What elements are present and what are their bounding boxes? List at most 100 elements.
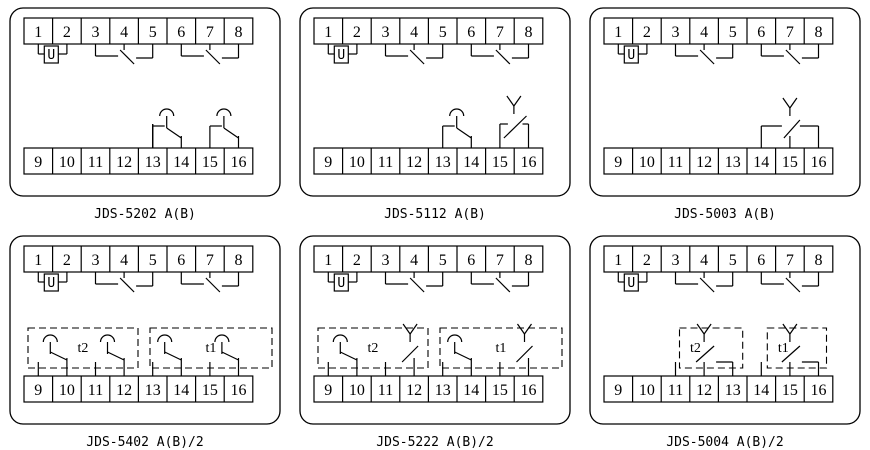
bottom-terminal-4: 12 <box>696 154 712 171</box>
top-terminal-3: 3 <box>92 24 100 41</box>
bottom-terminal-8: 16 <box>231 154 247 171</box>
top-terminal-2: 2 <box>643 252 651 269</box>
model-label: JDS-5003 A(B) <box>674 207 776 222</box>
bottom-terminal-6: 14 <box>173 382 189 399</box>
top-terminal-4: 4 <box>120 24 128 41</box>
wire <box>789 97 798 109</box>
top-terminal-2: 2 <box>353 24 361 41</box>
bottom-terminal-4: 12 <box>696 382 712 399</box>
timer-group-box <box>439 327 563 369</box>
contact-blade <box>401 345 419 363</box>
contact-blade <box>785 277 801 293</box>
top-terminal-5: 5 <box>149 24 157 41</box>
timer-group-box <box>149 327 273 369</box>
top-terminal-8: 8 <box>815 252 823 269</box>
top-terminal-4: 4 <box>120 252 128 269</box>
bottom-terminal-8: 16 <box>231 382 247 399</box>
timer-group-box <box>766 327 828 369</box>
bottom-terminal-2: 10 <box>59 382 75 399</box>
contact-blade <box>695 345 715 363</box>
top-terminal-1: 1 <box>324 24 332 41</box>
contact-blade <box>454 351 472 361</box>
model-label: JDS-5202 A(B) <box>94 207 196 222</box>
top-terminal-7: 7 <box>496 252 504 269</box>
pushbutton-cap <box>216 108 232 117</box>
trip-symbol <box>782 97 791 109</box>
bottom-terminal-2: 10 <box>59 154 75 171</box>
pushbutton-cap <box>157 334 173 343</box>
panel-frame <box>589 7 861 197</box>
supply-symbol: U <box>47 48 55 63</box>
timer-label-t2: t2 <box>368 341 379 356</box>
pushbutton-cap <box>214 334 230 343</box>
bottom-terminal-4: 12 <box>116 382 132 399</box>
contact-blade <box>699 277 715 293</box>
contact-blade <box>119 49 135 65</box>
model-label: JDS-5112 A(B) <box>384 207 486 222</box>
bottom-terminal-8: 16 <box>521 154 537 171</box>
contact-blade <box>409 277 425 293</box>
wire <box>703 323 712 335</box>
panel-frame <box>589 235 861 425</box>
contact-blade <box>781 345 801 363</box>
bottom-terminal-3: 11 <box>378 382 393 399</box>
bottom-terminal-1: 9 <box>324 382 332 399</box>
supply-symbol: U <box>627 276 635 291</box>
bottom-terminal-6: 14 <box>753 382 769 399</box>
bottom-terminal-4: 12 <box>116 154 132 171</box>
model-label: JDS-5402 A(B)/2 <box>86 435 203 450</box>
timer-label-t1: t1 <box>496 341 507 356</box>
pushbutton-cap <box>42 334 58 343</box>
bottom-terminal-8: 16 <box>811 382 827 399</box>
contact-blade <box>495 277 511 293</box>
top-terminal-7: 7 <box>496 24 504 41</box>
top-terminal-1: 1 <box>324 252 332 269</box>
contact-blade <box>785 49 801 65</box>
supply-symbol: U <box>627 48 635 63</box>
pushbutton-cap <box>159 108 175 117</box>
timer-label-t2: t2 <box>78 341 89 356</box>
wire <box>789 323 798 335</box>
bottom-terminal-7: 15 <box>782 382 798 399</box>
supply-symbol: U <box>337 48 345 63</box>
contact-blade <box>205 277 221 293</box>
contact-blade <box>495 49 511 65</box>
top-terminal-1: 1 <box>34 24 42 41</box>
contact-blade <box>223 127 239 139</box>
contact-blade <box>221 351 239 361</box>
model-label: JDS-5004 A(B)/2 <box>666 435 783 450</box>
bottom-terminal-3: 11 <box>88 154 103 171</box>
bottom-terminal-2: 10 <box>639 154 655 171</box>
contact-blade <box>409 49 425 65</box>
bottom-terminal-6: 14 <box>463 154 479 171</box>
supply-symbol: U <box>337 276 345 291</box>
bottom-terminal-2: 10 <box>349 382 365 399</box>
contact-blade <box>205 49 221 65</box>
bottom-terminal-3: 11 <box>668 154 683 171</box>
bottom-terminal-4: 12 <box>406 382 422 399</box>
bottom-terminal-3: 11 <box>378 154 393 171</box>
timer-label-t1: t1 <box>778 341 789 356</box>
bottom-terminal-7: 15 <box>492 154 508 171</box>
timer-label-t1: t1 <box>206 341 217 356</box>
bottom-terminal-1: 9 <box>34 154 42 171</box>
contact-blade <box>50 351 68 361</box>
bottom-terminal-4: 12 <box>406 154 422 171</box>
top-terminal-5: 5 <box>149 252 157 269</box>
trip-symbol <box>506 95 515 107</box>
bottom-terminal-6: 14 <box>753 154 769 171</box>
top-terminal-8: 8 <box>235 252 243 269</box>
panel-frame <box>9 7 281 197</box>
top-terminal-2: 2 <box>353 252 361 269</box>
pushbutton-cap <box>99 334 116 343</box>
top-terminal-4: 4 <box>410 24 418 41</box>
top-terminal-6: 6 <box>177 24 185 41</box>
bottom-terminal-5: 13 <box>435 382 451 399</box>
timer-group-box <box>317 327 429 369</box>
bottom-terminal-5: 13 <box>145 382 161 399</box>
